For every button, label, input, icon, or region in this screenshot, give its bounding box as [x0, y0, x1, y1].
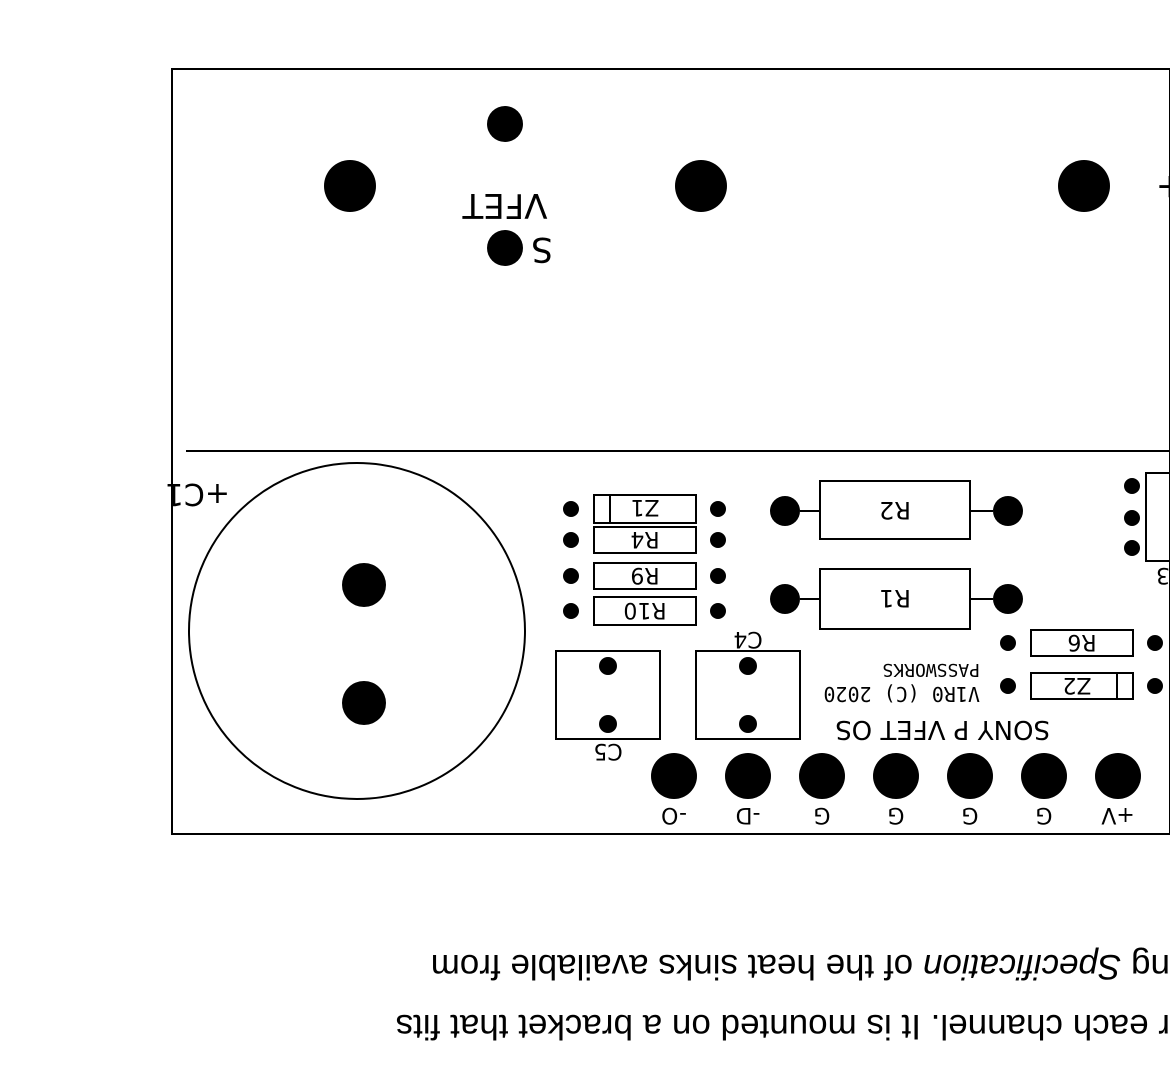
caption-line-1: r each channel. It is mounted on a brack… [395, 1007, 1170, 1046]
source-label: S [531, 229, 553, 269]
polarity-label: + [1156, 167, 1170, 207]
r3-partial: 3 [1124, 472, 1170, 587]
pad-label: -D [736, 802, 761, 827]
cap-c1-label: +C1 [165, 476, 230, 511]
vfet-label: VFET [462, 185, 547, 225]
connector-pads: -O -D G G G G +V [651, 753, 1141, 827]
pad-label: G [813, 802, 830, 827]
source-hole [487, 230, 523, 266]
mount-hole [675, 160, 727, 212]
r6-z2-group: R6 Z2 [1000, 629, 1163, 700]
r1-label: R1 [879, 584, 911, 612]
caption-line-2: ng Specification of the heat sinks avail… [130, 946, 1170, 986]
board-maker: PASSWORKS [882, 659, 980, 680]
pad-label: G [887, 802, 904, 827]
pad-label: G [961, 802, 978, 827]
mount-hole [1058, 160, 1110, 212]
cap-c1-pad [342, 681, 386, 725]
resistor-label: R4 [630, 526, 659, 551]
c4-label: C4 [733, 626, 762, 651]
caption-rest: of the heat sinks available from [430, 947, 923, 986]
resistor-label: R10 [623, 597, 666, 622]
gate-hole [487, 106, 523, 142]
pad-label: G [1035, 802, 1052, 827]
c5-label: C5 [593, 738, 622, 763]
board-version: V1R0 (C) 2020 [823, 682, 980, 706]
resistor-label: R9 [630, 562, 659, 587]
board-title: SONY P VFET OS [835, 714, 1050, 744]
pad-label: +V [1101, 802, 1134, 827]
r6-label: R6 [1067, 629, 1096, 654]
r3-label: 3 [1156, 562, 1170, 587]
film-caps: C4 C5 [555, 626, 801, 763]
pad-label: -O [661, 802, 687, 827]
z2-label: Z2 [1062, 672, 1091, 697]
board-outline [171, 68, 1170, 835]
cap-c1-pad [342, 563, 386, 607]
large-resistor-group: R2 R1 [770, 480, 1023, 630]
cap-c1-outline [188, 462, 526, 800]
small-resistor-group: Z1 R4 R9 R10 [563, 494, 726, 626]
r2-label: R2 [879, 496, 911, 524]
caption-italic: Specification [922, 947, 1122, 986]
mount-hole [324, 160, 376, 212]
resistor-label: Z1 [630, 494, 659, 519]
caption-prefix: ng [1121, 947, 1170, 986]
